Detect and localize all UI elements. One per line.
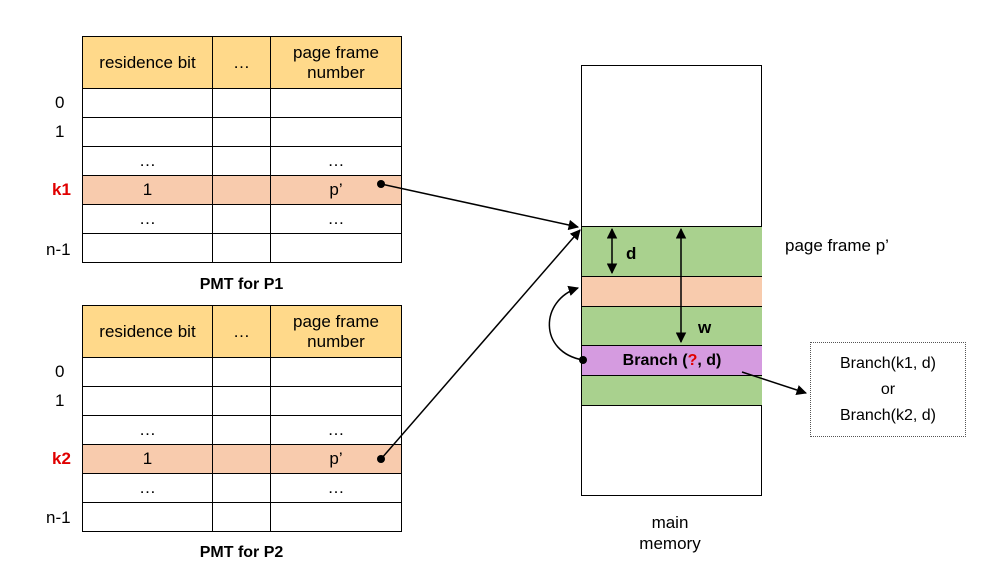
- row-label-1: 1: [55, 391, 65, 410]
- table-row: [82, 233, 402, 263]
- cell-middle: [212, 473, 271, 503]
- main-memory-label-line1: main: [651, 513, 689, 532]
- cell-middle: [212, 444, 271, 474]
- arrow-k2-to-frame: [380, 229, 581, 460]
- row-label-0: 0: [55, 93, 65, 112]
- table-row: [82, 88, 402, 118]
- cell-middle: [212, 175, 271, 205]
- cell-residence: …: [82, 204, 213, 234]
- table-row: [82, 386, 402, 416]
- main-memory-label: main memory: [610, 512, 730, 554]
- branch-target-note: Branch(k1, d) or Branch(k2, d): [810, 342, 966, 437]
- pmt-table-p1: residence bit … page frame number … … 1 …: [82, 36, 402, 263]
- cell-residence: …: [82, 146, 213, 176]
- cell-frame: [270, 502, 402, 532]
- table-row: [82, 502, 402, 532]
- main-memory-label-line2: memory: [639, 534, 701, 553]
- cell-middle: [212, 204, 271, 234]
- cell-middle: [212, 233, 271, 263]
- pmt-header-row: residence bit … page frame number: [82, 36, 402, 89]
- row-label-n-1: n-1: [46, 240, 71, 259]
- row-label-1: 1: [55, 122, 65, 141]
- arrow-k1-to-frame: [380, 183, 580, 231]
- note-line-2: or: [880, 381, 896, 398]
- cell-residence: [82, 357, 213, 387]
- row-label-k1: k1: [52, 180, 71, 199]
- header-ellipsis: …: [212, 305, 271, 358]
- note-line-3: Branch(k2, d): [839, 407, 937, 424]
- cell-middle: [212, 502, 271, 532]
- note-line-1: Branch(k1, d): [839, 355, 937, 372]
- branch-suffix: , d): [697, 352, 722, 369]
- cell-middle: [212, 386, 271, 416]
- table-row-k1: 1 p’: [82, 175, 402, 205]
- header-page-frame-number: page frame number: [270, 305, 402, 358]
- row-label-0: 0: [55, 362, 65, 381]
- frame-segment-green: [582, 306, 762, 345]
- offset-w-label: w: [698, 318, 712, 337]
- branch-instruction: Branch (?, d): [582, 345, 762, 375]
- branch-prefix: Branch (: [622, 352, 688, 369]
- pmt-caption-p1: PMT for P1: [199, 276, 284, 293]
- branch-unknown-mark: ?: [687, 352, 698, 369]
- cell-frame: [270, 386, 402, 416]
- pmt-header-row: residence bit … page frame number: [82, 305, 402, 358]
- table-row: [82, 357, 402, 387]
- branch-curve-arrow: [548, 285, 584, 361]
- pmt-caption-p2: PMT for P2: [199, 544, 284, 561]
- cell-frame: p’: [270, 444, 402, 474]
- offset-d-label: d: [626, 244, 637, 263]
- cell-residence: [82, 502, 213, 532]
- pmt-table-p2: residence bit … page frame number … … 1 …: [82, 305, 402, 532]
- cell-frame: [270, 233, 402, 263]
- cell-frame: [270, 88, 402, 118]
- header-residence-bit: residence bit: [82, 36, 213, 89]
- page-frame-label: page frame p’: [785, 236, 889, 255]
- cell-residence: [82, 386, 213, 416]
- cell-frame: …: [270, 473, 402, 503]
- row-label-k2: k2: [52, 449, 71, 468]
- table-row: … …: [82, 146, 402, 176]
- cell-frame: [270, 117, 402, 147]
- frame-segment-green: [582, 375, 762, 406]
- row-label-n-1: n-1: [46, 508, 71, 527]
- table-row: … …: [82, 204, 402, 234]
- cell-residence: [82, 233, 213, 263]
- frame-segment-orange: [582, 276, 762, 306]
- cell-frame: …: [270, 146, 402, 176]
- arrow-branch-to-note: [741, 371, 807, 396]
- cell-residence: [82, 117, 213, 147]
